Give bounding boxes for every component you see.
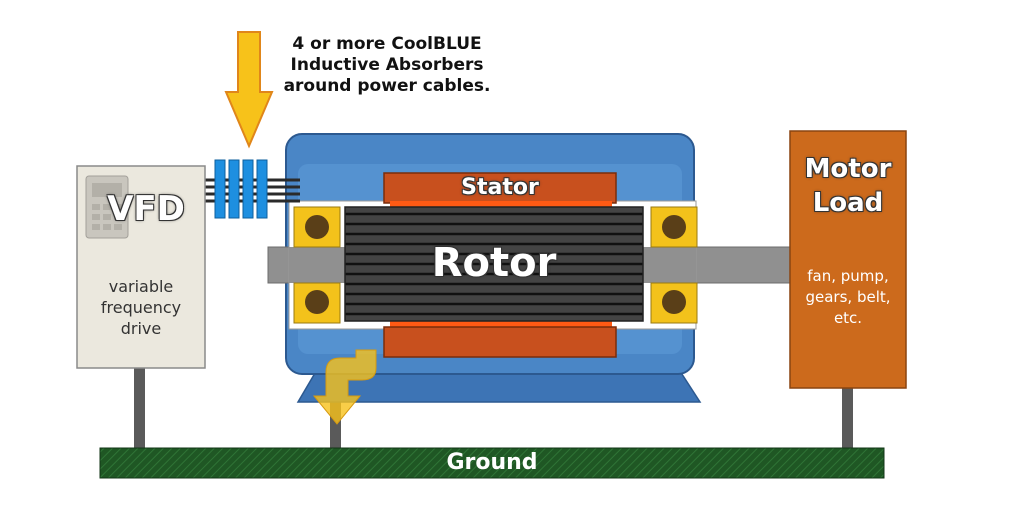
vfd-keypad-icon — [85, 175, 129, 239]
down-arrow-icon — [224, 31, 274, 149]
load-title-line-2: Load — [812, 188, 884, 218]
load-title-line-1: Motor — [804, 154, 892, 184]
rotor-laminations — [345, 212, 643, 316]
ground-label: Ground — [446, 450, 538, 475]
load-description-line-1: fan, pump, — [807, 267, 889, 285]
absorber-3 — [242, 159, 254, 219]
vfd-description-line-1: variable — [108, 277, 174, 296]
bent-arrow-icon — [312, 349, 377, 425]
rotor-outline — [344, 206, 644, 322]
absorber-1 — [214, 159, 226, 219]
load-description: fan, pump, gears, belt, etc. — [790, 266, 906, 329]
bearing-bottom-left — [293, 282, 341, 324]
bearing-top-left — [293, 206, 341, 248]
shaft-left-inner — [289, 247, 355, 283]
shaft-right-inner — [640, 247, 696, 283]
bearing-top-right — [650, 206, 698, 248]
annotation-line-1: 4 or more CoolBLUE — [292, 34, 482, 54]
vfd-title: VFD — [107, 189, 185, 229]
coolblue-absorbers — [214, 159, 268, 219]
ground-bar — [99, 447, 885, 479]
bearing-bottom-right — [650, 282, 698, 324]
absorber-2 — [228, 159, 240, 219]
annotation-line-2: Inductive Absorbers — [290, 55, 484, 75]
load-support-post — [842, 385, 853, 450]
stator-top — [383, 172, 617, 207]
stator-bottom — [383, 321, 617, 358]
load-description-line-2: gears, belt, — [805, 288, 891, 306]
load-description-line-3: etc. — [833, 309, 863, 327]
absorber-4 — [256, 159, 268, 219]
stator-label: Stator — [461, 175, 539, 200]
absorber-annotation: 4 or more CoolBLUE Inductive Absorbers a… — [272, 34, 502, 97]
vfd-support-post — [134, 365, 145, 450]
vfd-description: variable frequency drive — [77, 276, 205, 339]
annotation-line-3: around power cables. — [283, 76, 491, 96]
motor-load-box — [789, 130, 907, 389]
load-title: Motor Load — [790, 152, 906, 220]
rotor-label: Rotor — [431, 240, 557, 286]
vfd-description-line-2: frequency — [100, 298, 182, 317]
vfd-description-line-3: drive — [120, 319, 162, 338]
